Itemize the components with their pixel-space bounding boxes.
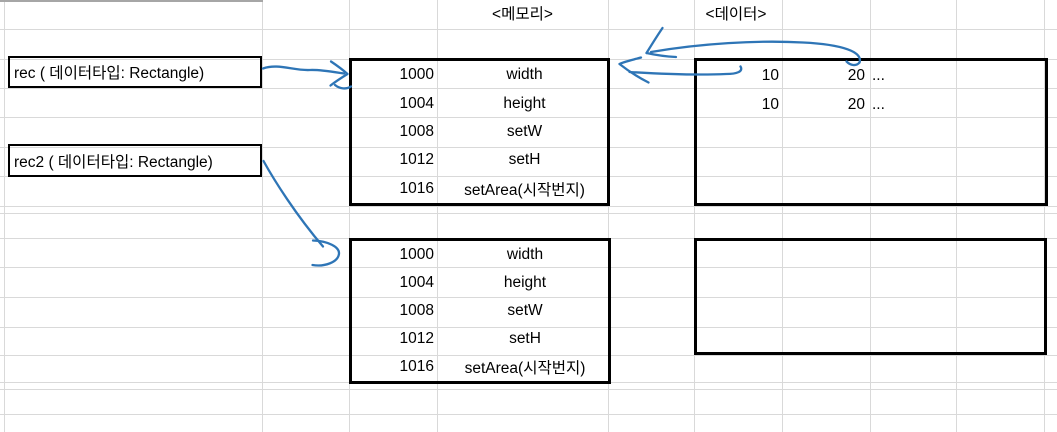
- memory-header-label: <메모리>: [492, 6, 553, 23]
- grid-line: [870, 0, 871, 432]
- width-value-cell: 10: [761, 96, 779, 114]
- member-cell: setArea(시작번지): [464, 360, 586, 377]
- grid-line: [1044, 0, 1045, 432]
- memory-row: 1016 setArea(시작번지): [352, 175, 607, 203]
- memory-row: 1008 setW: [352, 118, 607, 146]
- memory-row: 1016 setArea(시작번지): [352, 353, 608, 381]
- grid-line: [956, 0, 957, 432]
- member-cell: setW: [506, 123, 543, 141]
- grid-line: [0, 117, 1057, 118]
- address-cell: 1016: [399, 358, 434, 375]
- variable-box-rec2-label: rec2 ( 데이터타입: Rectangle): [14, 153, 213, 171]
- member-cell: height: [503, 94, 546, 112]
- address-cell: 1008: [399, 302, 434, 319]
- grid-line: [0, 206, 1057, 207]
- data-row: 10 20 ...: [697, 91, 1045, 121]
- address-cell: 1016: [399, 179, 434, 197]
- address-cell: 1008: [399, 123, 434, 141]
- member-cell: setW: [507, 302, 543, 319]
- grid-line: [0, 213, 1057, 214]
- memory-row: 1000 width: [352, 241, 608, 269]
- member-cell: setH: [509, 330, 541, 347]
- top-border-fragment: [0, 0, 263, 2]
- grid-line: [0, 327, 1057, 328]
- grid-line: [349, 0, 350, 432]
- memory-row: 1000 width: [352, 61, 607, 89]
- grid-line: [0, 297, 1057, 298]
- grid-line: [782, 0, 783, 432]
- address-cell: 1000: [399, 246, 434, 263]
- memory-table-1[interactable]: 1000 width 1004 height 1008 setW 1012 se…: [349, 58, 610, 206]
- grid-line: [0, 176, 1057, 177]
- arrow-rec-to-memory1[interactable]: [261, 60, 353, 90]
- member-cell: height: [503, 274, 547, 291]
- memory-row: 1012 setH: [352, 146, 607, 174]
- variable-box-rec[interactable]: rec ( 데이터타입: Rectangle): [8, 56, 262, 88]
- member-cell: width: [506, 246, 544, 263]
- grid-line: [0, 88, 1057, 89]
- data-box[interactable]: 10 20 ... 10 20 ...: [694, 58, 1048, 206]
- grid-line: [0, 355, 1057, 356]
- empty-data-box[interactable]: [694, 238, 1047, 355]
- width-value-cell: 10: [761, 66, 779, 84]
- grid-line: [0, 389, 1057, 390]
- height-value-cell: 20: [847, 96, 865, 114]
- memory-row: 1008 setW: [352, 297, 608, 325]
- data-header-label: <데이터>: [705, 6, 767, 23]
- address-cell: 1012: [399, 330, 434, 347]
- grid-line: [4, 0, 5, 432]
- member-cell: setArea(시작번지): [464, 181, 585, 199]
- variable-box-rec2[interactable]: rec2 ( 데이터타입: Rectangle): [8, 144, 262, 177]
- member-cell: setH: [508, 151, 541, 169]
- memory-row: 1004 height: [352, 89, 607, 117]
- data-row: 10 20 ...: [697, 61, 1045, 91]
- grid-line: [694, 0, 695, 432]
- address-cell: 1004: [399, 94, 434, 112]
- address-cell: 1012: [399, 151, 434, 169]
- memory-row: 1012 setH: [352, 325, 608, 353]
- ellipsis-cell: ...: [872, 96, 885, 114]
- grid-line: [0, 267, 1057, 268]
- grid-line: [0, 29, 1057, 30]
- memory-row: 1004 height: [352, 269, 608, 297]
- grid-line: [437, 0, 438, 432]
- grid-line: [0, 147, 1057, 148]
- height-value-cell: 20: [847, 66, 865, 84]
- memory-table-2[interactable]: 1000 width 1004 height 1008 setW 1012 se…: [349, 238, 611, 384]
- address-cell: 1004: [399, 274, 434, 291]
- grid-line: [608, 0, 609, 432]
- grid-line: [262, 0, 263, 432]
- address-cell: 1000: [399, 66, 434, 84]
- member-cell: width: [506, 66, 543, 84]
- variable-box-rec-label: rec ( 데이터타입: Rectangle): [14, 65, 205, 82]
- grid-line: [0, 414, 1057, 415]
- ellipsis-cell: ...: [872, 66, 885, 84]
